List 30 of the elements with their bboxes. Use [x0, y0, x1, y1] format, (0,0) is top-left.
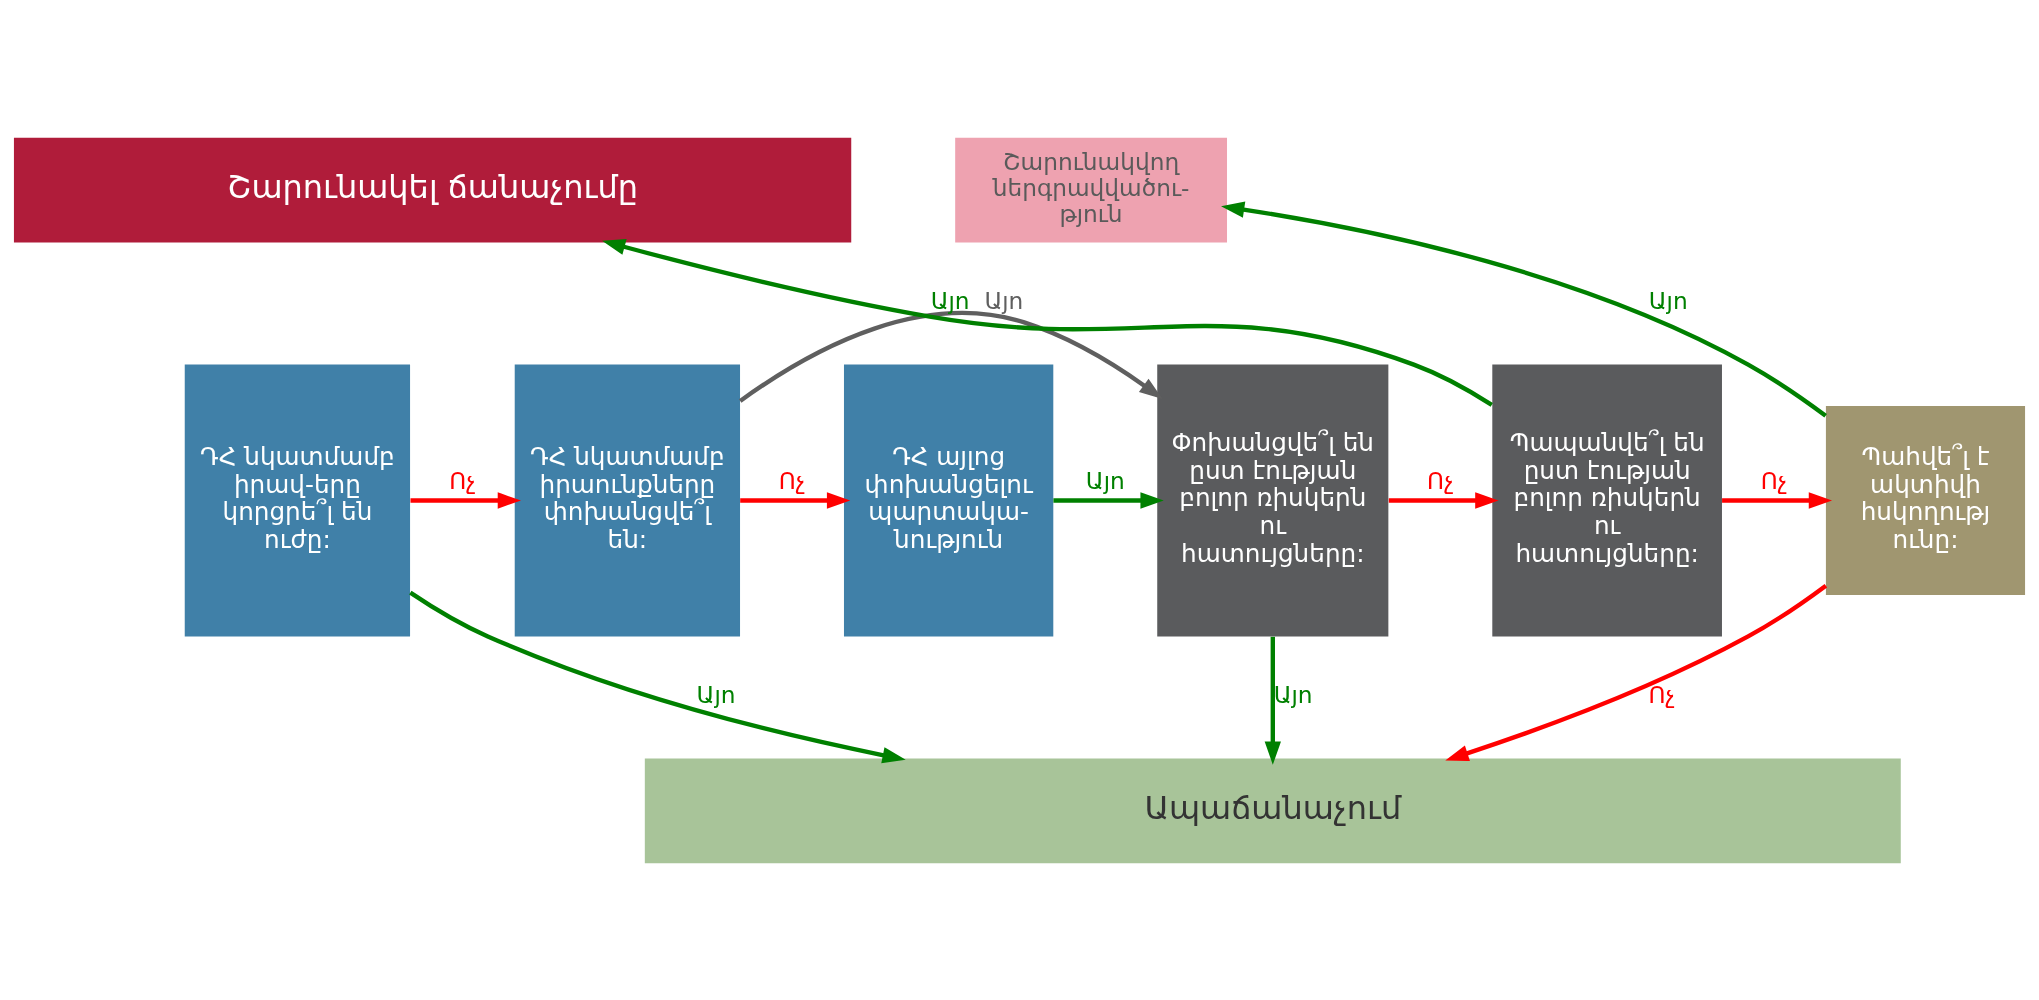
edge-label: Ոչ	[1427, 466, 1454, 494]
node-box: Փոխանցվե՞լ են ըստ էության բոլոր ռիսկերն ու հատույցները:	[1157, 364, 1389, 636]
arrow	[1264, 636, 1281, 765]
edge-label: Ոչ	[449, 466, 476, 494]
edge-label: Ոչ	[1648, 680, 1675, 708]
node-box: ԴՀ նկատմամբ իրավ-երը կորցրե՞լ են ուժը:	[184, 364, 411, 636]
node-box: Ապաճանաչում	[644, 758, 1901, 863]
arrow	[1221, 201, 1827, 418]
edge-label: Այո	[696, 680, 736, 708]
arrow	[740, 491, 851, 509]
edge-label: Ոչ	[778, 466, 806, 494]
edge-label: Այո	[1085, 466, 1125, 494]
arrow	[1053, 491, 1164, 509]
node-box: Շարունակվող ներգրավվածու- թյուն	[955, 137, 1227, 242]
arrow	[410, 491, 522, 509]
node-box: Պահվե՞լ է ակտիվի հսկողությ ունը:	[1825, 405, 2026, 595]
arrow	[1445, 583, 1828, 761]
arrow	[1722, 491, 1833, 509]
node-box: Շարունակել ճանաչումը	[13, 137, 852, 242]
edge-label: Այո	[1273, 680, 1313, 708]
edge-label: Այո	[984, 286, 1024, 314]
arrow	[602, 238, 1493, 407]
edge-label: Ոչ	[1760, 466, 1788, 494]
node-box: ԴՀ այլոց փոխանցելու պարտակա- նություն	[843, 364, 1054, 636]
arrow	[409, 590, 906, 763]
arrow	[1388, 491, 1499, 509]
edge-label: Այո	[930, 286, 970, 314]
node-box: Պապանվե՞լ են ըստ էության բոլոր ռիսկերն ու հատույցները:	[1492, 364, 1722, 636]
node-box: ԴՀ նկատմամբ իրաունքները փոխանցվե՞լ են:	[514, 364, 741, 636]
edge-label: Այո	[1648, 286, 1688, 314]
